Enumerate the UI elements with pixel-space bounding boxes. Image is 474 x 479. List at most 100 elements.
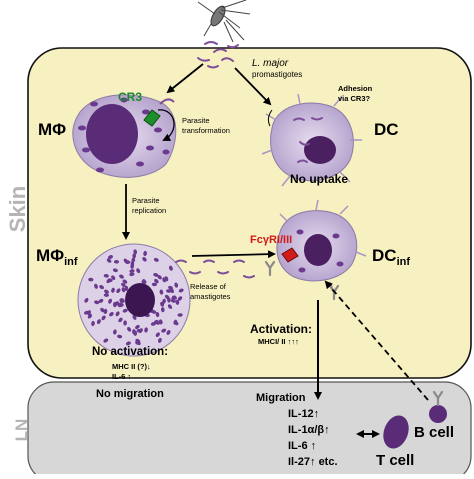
amastigote-dot xyxy=(94,283,98,289)
amastigote-dot xyxy=(155,311,160,318)
skin-label: Skin xyxy=(5,185,30,233)
amastigote-dot xyxy=(144,327,148,333)
macrophage-cell xyxy=(72,94,177,178)
amastigote-dot xyxy=(121,287,126,293)
lymph-node-compartment xyxy=(27,381,472,479)
adhesion-arrow xyxy=(267,109,273,127)
activation-label: Activation: xyxy=(250,322,313,336)
amastigote-dot xyxy=(115,311,120,317)
amastigote-dot xyxy=(157,275,162,280)
amastigote-dot xyxy=(111,275,116,281)
amastigote-dot xyxy=(136,340,141,346)
amastigote-dot xyxy=(106,258,112,263)
amastigote-dot xyxy=(117,334,123,339)
amastigote-dot xyxy=(113,259,120,264)
fcgr-receptor-icon xyxy=(281,247,299,263)
adhesion-label-2: via CR3? xyxy=(338,94,371,103)
amastigote-dot xyxy=(166,330,171,335)
b-cell-feedback-arrow xyxy=(324,280,429,401)
amastigote-dot xyxy=(103,273,109,278)
amastigote-dot xyxy=(94,300,100,305)
amastigote-dot xyxy=(154,278,159,284)
amastigote-dot xyxy=(168,265,173,271)
fcgr-label: FcγRI/III xyxy=(250,234,293,246)
amastigote-dot xyxy=(103,293,109,297)
macrophage-inf-main: MΦ xyxy=(36,246,65,265)
macrophage-inf-sub: inf xyxy=(64,256,78,268)
amastigote-dot xyxy=(162,298,166,304)
b-cell xyxy=(429,390,447,423)
macrophage-label: MΦ xyxy=(38,120,67,139)
dc-inf-sub: inf xyxy=(396,256,411,268)
cytokine-il27: Il-27↑ etc. xyxy=(288,456,338,468)
cytokine-il1: IL-1α/β↑ xyxy=(288,424,330,436)
amastigote-dot xyxy=(133,249,138,255)
amastigote-dot xyxy=(103,338,109,343)
adhesion-label-1: Adhesion xyxy=(338,84,373,93)
amastigote-dot xyxy=(153,273,159,277)
promastigotes-title: L. major xyxy=(252,58,289,69)
amastigote-dot xyxy=(113,329,117,335)
amastigote-dot xyxy=(150,322,156,326)
amastigote-dot xyxy=(100,307,105,313)
amastigote-dot xyxy=(83,310,90,315)
amastigote-dot xyxy=(168,285,174,290)
amastigote-dot xyxy=(178,288,184,293)
amastigote-dot xyxy=(119,274,124,279)
dc-inf-main: DC xyxy=(372,246,397,265)
parasite-transformation-label-1: Parasite xyxy=(182,116,210,125)
amastigote-dot xyxy=(132,253,136,259)
arrow-to-dc-inf xyxy=(191,250,276,259)
amastigote-dot xyxy=(164,276,169,282)
amastigote-dot xyxy=(91,320,95,327)
mosquito-icon xyxy=(197,0,251,43)
b-cell-label: B cell xyxy=(414,424,455,441)
amastigote-dot xyxy=(142,279,147,284)
no-activation-il6: IL-6 ↑ xyxy=(112,372,132,381)
amastigote-dot xyxy=(175,299,180,305)
amastigote-dot xyxy=(132,329,136,335)
amastigote-dot xyxy=(118,317,123,323)
amastigote-dot xyxy=(125,341,131,346)
amastigote-dot xyxy=(124,285,129,291)
amastigote-dot xyxy=(87,313,93,319)
amastigote-dot xyxy=(103,308,108,314)
amastigote-dot xyxy=(170,299,176,303)
no-migration-label: No migration xyxy=(96,388,164,400)
ln-label: LN xyxy=(12,418,31,442)
infected-dc-cell xyxy=(276,199,367,293)
amastigote-dot xyxy=(173,320,179,326)
t-cell xyxy=(383,415,409,449)
amastigote-dot xyxy=(122,279,128,284)
macrophage-inf-label: MΦinf xyxy=(36,246,78,268)
amastigote-dot xyxy=(118,303,124,307)
t-cell-label: T cell xyxy=(376,452,415,469)
transformation-arrow xyxy=(157,109,175,141)
amastigote-dot xyxy=(159,289,164,295)
activation-markers: MHCI/ II ↑↑↑ xyxy=(258,337,299,346)
dc-label: DC xyxy=(374,120,399,139)
cytokine-il6: IL-6 ↑ xyxy=(288,440,317,452)
amastigote-dot xyxy=(104,289,109,294)
amastigote-dot xyxy=(101,315,106,321)
arrow-to-dc xyxy=(234,67,272,106)
amastigote-dot xyxy=(160,307,165,313)
amastigote-dot xyxy=(107,278,113,283)
parasite-replication-label-1: Parasite xyxy=(132,196,160,205)
amastigote-dot xyxy=(158,319,163,325)
amastigote-dot xyxy=(109,312,114,317)
amastigote-dot xyxy=(88,277,94,282)
amastigote-dot xyxy=(136,268,141,274)
dendritic-cell xyxy=(261,93,362,187)
amastigote-dot xyxy=(98,298,104,303)
amastigote-dot xyxy=(130,261,135,267)
amastigote-dot xyxy=(153,257,159,262)
amastigote-dot xyxy=(129,272,135,277)
amastigote-dot xyxy=(121,282,126,288)
amastigote-dot xyxy=(99,285,105,290)
amastigote-dot xyxy=(127,326,132,332)
release-label-1: Release of xyxy=(190,282,226,291)
amastigote-dot xyxy=(108,298,113,304)
no-activation-mhc: MHC II (?)↓ xyxy=(112,362,151,371)
